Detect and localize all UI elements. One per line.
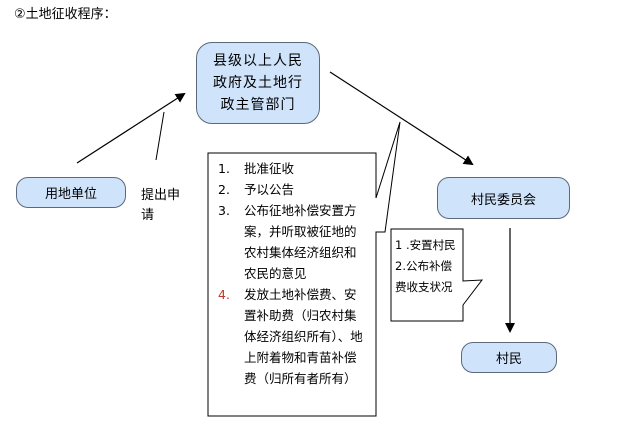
procedure-item-text: 发放土地补偿费、安置补助费（归农村集体经济组织所有）、地上附着物和青苗补偿费（归…: [244, 287, 363, 386]
procedure-item-number: 3.: [218, 203, 230, 218]
section-heading: ②土地征收程序：: [14, 7, 117, 22]
node-government: 县级以上人民政府及土地行政主管部门: [196, 42, 320, 124]
procedure-item-number: 2.: [218, 182, 230, 197]
node-villagers: 村民: [461, 342, 557, 373]
callout-main-shape: [207, 121, 401, 417]
node-villagers-committee: 村民委员会: [437, 177, 570, 219]
callout-procedure-steps: 1. 批准征收 2. 予以公告 3. 公布征地补偿安置方案，并听取被征地的农村集…: [208, 153, 376, 416]
procedure-item: 2. 予以公告: [218, 179, 376, 200]
procedure-list: 1. 批准征收 2. 予以公告 3. 公布征地补偿安置方案，并听取被征地的农村集…: [208, 153, 376, 389]
node-applicant: 用地单位: [16, 177, 126, 208]
procedure-item-text: 批准征收: [244, 161, 295, 176]
procedure-item-text: 公布征地补偿安置方案，并听取被征地的农村集体经济组织和农民的意见: [244, 203, 357, 281]
duty-line: 1 .安置村民: [395, 238, 456, 252]
procedure-item-number: 4.: [218, 287, 230, 302]
arrow-applicant-to-government: [76, 92, 186, 164]
procedure-item-number: 1.: [218, 161, 230, 176]
procedure-item: 3. 公布征地补偿安置方案，并听取被征地的农村集体经济组织和农民的意见: [218, 200, 376, 284]
callout-small-shape: [390, 228, 484, 322]
duty-line: 2.公布补偿: [395, 259, 452, 273]
procedure-item: 1. 批准征收: [218, 158, 376, 179]
arrow-government-to-committee: [329, 71, 474, 166]
duty-line: 费收支状况: [395, 280, 453, 294]
edge-label-apply: 提出申请: [141, 188, 181, 223]
callout-committee-duties: 1 .安置村民 2.公布补偿 费收支状况: [391, 229, 463, 321]
procedure-item: 4. 发放土地补偿费、安置补助费（归农村集体经济组织所有）、地上附着物和青苗补偿…: [218, 284, 376, 389]
procedure-item-text: 予以公告: [244, 182, 295, 197]
apply-label-pointer: [155, 111, 165, 161]
